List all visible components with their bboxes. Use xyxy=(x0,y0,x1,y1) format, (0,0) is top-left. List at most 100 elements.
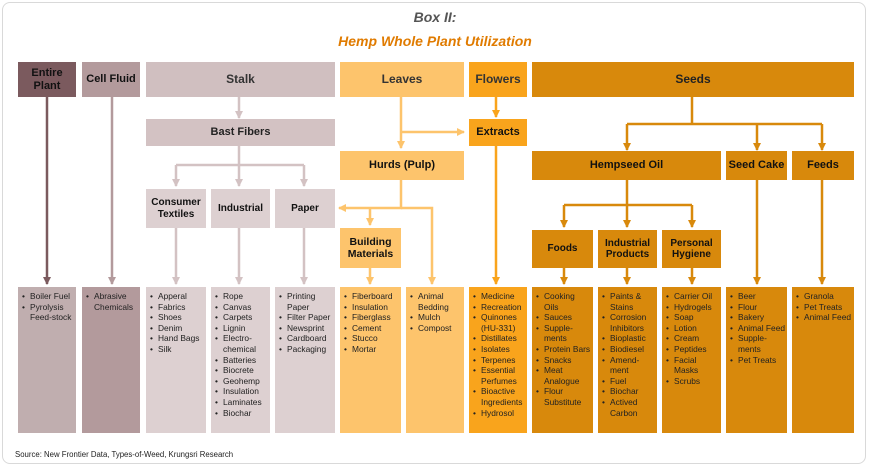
list-item: Cream xyxy=(666,333,719,344)
list-item: Geohemp xyxy=(215,376,268,387)
list-item: Recreation xyxy=(473,302,525,313)
node-label: Bast Fibers xyxy=(210,126,271,139)
list-consumer-textiles: ApperalFabricsShoesDenimHand BagsSilk xyxy=(146,287,206,433)
list-item: Soap xyxy=(666,312,719,323)
node-label: Personal Hygiene xyxy=(670,237,713,261)
list-item: Quinones (HU-331) xyxy=(473,312,525,333)
node-industrial-products: Industrial Products xyxy=(598,230,657,268)
list-item: Corrosion Inhibitors xyxy=(602,312,655,333)
list-item: Biodiesel xyxy=(602,344,655,355)
node-label: Cell Fluid xyxy=(86,73,136,86)
list-item: Paints & Stains xyxy=(602,291,655,312)
list-item: Silk xyxy=(150,344,204,355)
list-item: Fiberboard xyxy=(344,291,399,302)
node-industrial: Industrial xyxy=(211,189,270,228)
list-item: Granola xyxy=(796,291,852,302)
node-label: Leaves xyxy=(381,71,423,86)
node-label: Hurds (Pulp) xyxy=(369,159,435,172)
list-hurds: Animal BeddingMulchCompost xyxy=(406,287,464,433)
list-item: Sauces xyxy=(536,312,591,323)
list-item: Canvas xyxy=(215,302,268,313)
list-item: Snacks xyxy=(536,355,591,366)
list-item: Beer xyxy=(730,291,785,302)
list-item: Fabrics xyxy=(150,302,204,313)
node-flowers: Flowers xyxy=(469,62,527,97)
list-item: Pet Treats xyxy=(730,355,785,366)
list-item: Flour Substitute xyxy=(536,386,591,407)
list-item: Scrubs xyxy=(666,376,719,387)
list-item: Electro-chemical xyxy=(215,333,268,354)
node-label: Feeds xyxy=(807,159,839,172)
node-leaves: Leaves xyxy=(340,62,464,97)
list-item: Lignin xyxy=(215,323,268,334)
list-item: Cement xyxy=(344,323,399,334)
list-item: Bioplastic xyxy=(602,333,655,344)
node-paper: Paper xyxy=(275,189,335,228)
list-item: Pet Treats xyxy=(796,302,852,313)
node-foods: Foods xyxy=(532,230,593,268)
list-item: Filter Paper xyxy=(279,312,333,323)
list-item: Isolates xyxy=(473,344,525,355)
node-label: Foods xyxy=(547,243,578,255)
node-label: Industrial xyxy=(217,202,263,214)
node-label: Consumer Textiles xyxy=(151,197,201,220)
list-extracts: MedicineRecreationQuinones (HU-331)Disti… xyxy=(469,287,527,433)
node-label: Seed Cake xyxy=(728,159,785,172)
node-label: Hempseed Oil xyxy=(589,159,664,172)
arrow-hurds-bedding xyxy=(401,206,436,285)
arrow-hurds-paper xyxy=(338,180,403,212)
node-building-materials: Building Materials xyxy=(340,228,401,268)
source-note: Source: New Frontier Data, Types-of-Weed… xyxy=(15,450,234,459)
list-item: Animal Bedding xyxy=(410,291,462,312)
list-personal-hygiene: Carrier OilHydrogelsSoapLotionCreamPepti… xyxy=(662,287,721,433)
list-item: Cardboard xyxy=(279,333,333,344)
diagram-title: Hemp Whole Plant Utilization xyxy=(338,33,532,49)
list-item: Distillates xyxy=(473,333,525,344)
list-item: Hydrosol xyxy=(473,408,525,419)
list-item: Protein Bars xyxy=(536,344,591,355)
list-item: Denim xyxy=(150,323,204,334)
list-industrial: RopeCanvasCarpetsLigninElectro-chemicalB… xyxy=(211,287,270,433)
node-cell-fluid: Cell Fluid xyxy=(82,62,140,97)
list-item: Biocrete xyxy=(215,365,268,376)
list-item: Bakery xyxy=(730,312,785,323)
node-stalk: Stalk xyxy=(146,62,335,97)
list-item: Peptides xyxy=(666,344,719,355)
list-industrial-products: Paints & StainsCorrosion InhibitorsBiopl… xyxy=(598,287,657,433)
list-item: Hydrogels xyxy=(666,302,719,313)
list-item: Compost xyxy=(410,323,462,334)
list-item: Laminates xyxy=(215,397,268,408)
list-feeds: GranolaPet TreatsAnimal Feed xyxy=(792,287,854,433)
list-item: Animal Feed xyxy=(796,312,852,323)
list-item: Actived Carbon xyxy=(602,397,655,418)
list-item: Medicine xyxy=(473,291,525,302)
connector-oil-branches xyxy=(564,180,692,207)
list-item: Biochar xyxy=(602,386,655,397)
node-label: Extracts xyxy=(476,126,520,139)
node-entire-plant: Entire Plant xyxy=(18,62,76,97)
list-item: Stucco xyxy=(344,333,399,344)
node-label: Entire Plant xyxy=(31,66,63,92)
node-label: Seeds xyxy=(675,71,711,86)
list-item: Pyrolysis Feed-stock xyxy=(22,302,74,323)
node-bast-fibers: Bast Fibers xyxy=(146,119,335,146)
list-item: Packaging xyxy=(279,344,333,355)
list-item: Printing Paper xyxy=(279,291,333,312)
box-title: Box II: xyxy=(413,9,457,25)
node-label: Paper xyxy=(291,202,319,214)
connector-bast-branches xyxy=(176,146,304,167)
list-seed-cake: BeerFlourBakeryAnimal FeedSupple-mentsPe… xyxy=(726,287,787,433)
node-hempseed-oil: Hempseed Oil xyxy=(532,151,721,180)
list-item: Apperal xyxy=(150,291,204,302)
list-item: Newsprint xyxy=(279,323,333,334)
list-foods: Cooking OilsSaucesSupple-mentsProtein Ba… xyxy=(532,287,593,433)
list-item: Shoes xyxy=(150,312,204,323)
list-item: Fuel xyxy=(602,376,655,387)
list-item: Rope xyxy=(215,291,268,302)
list-item: Abrasive Chemicals xyxy=(86,291,138,312)
list-item: Hand Bags xyxy=(150,333,204,344)
list-item: Amend-ment xyxy=(602,355,655,376)
list-item: Carrier Oil xyxy=(666,291,719,302)
